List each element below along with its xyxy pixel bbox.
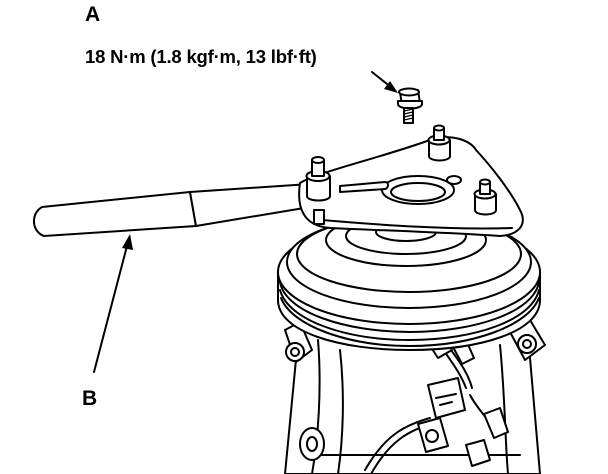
holder-pins	[305, 124, 497, 225]
center-bolt	[397, 87, 423, 124]
armature-holder-tool	[33, 136, 524, 237]
torque-spec-text: 18 N·m (1.8 kgf·m, 13 lbf·ft)	[85, 46, 317, 67]
callout-a-letter: A	[85, 3, 101, 26]
leader-arrow-b	[93, 234, 133, 373]
leader-arrow-a	[371, 71, 398, 93]
compressor-pulley	[277, 213, 541, 351]
callout-b-letter: B	[82, 387, 98, 410]
